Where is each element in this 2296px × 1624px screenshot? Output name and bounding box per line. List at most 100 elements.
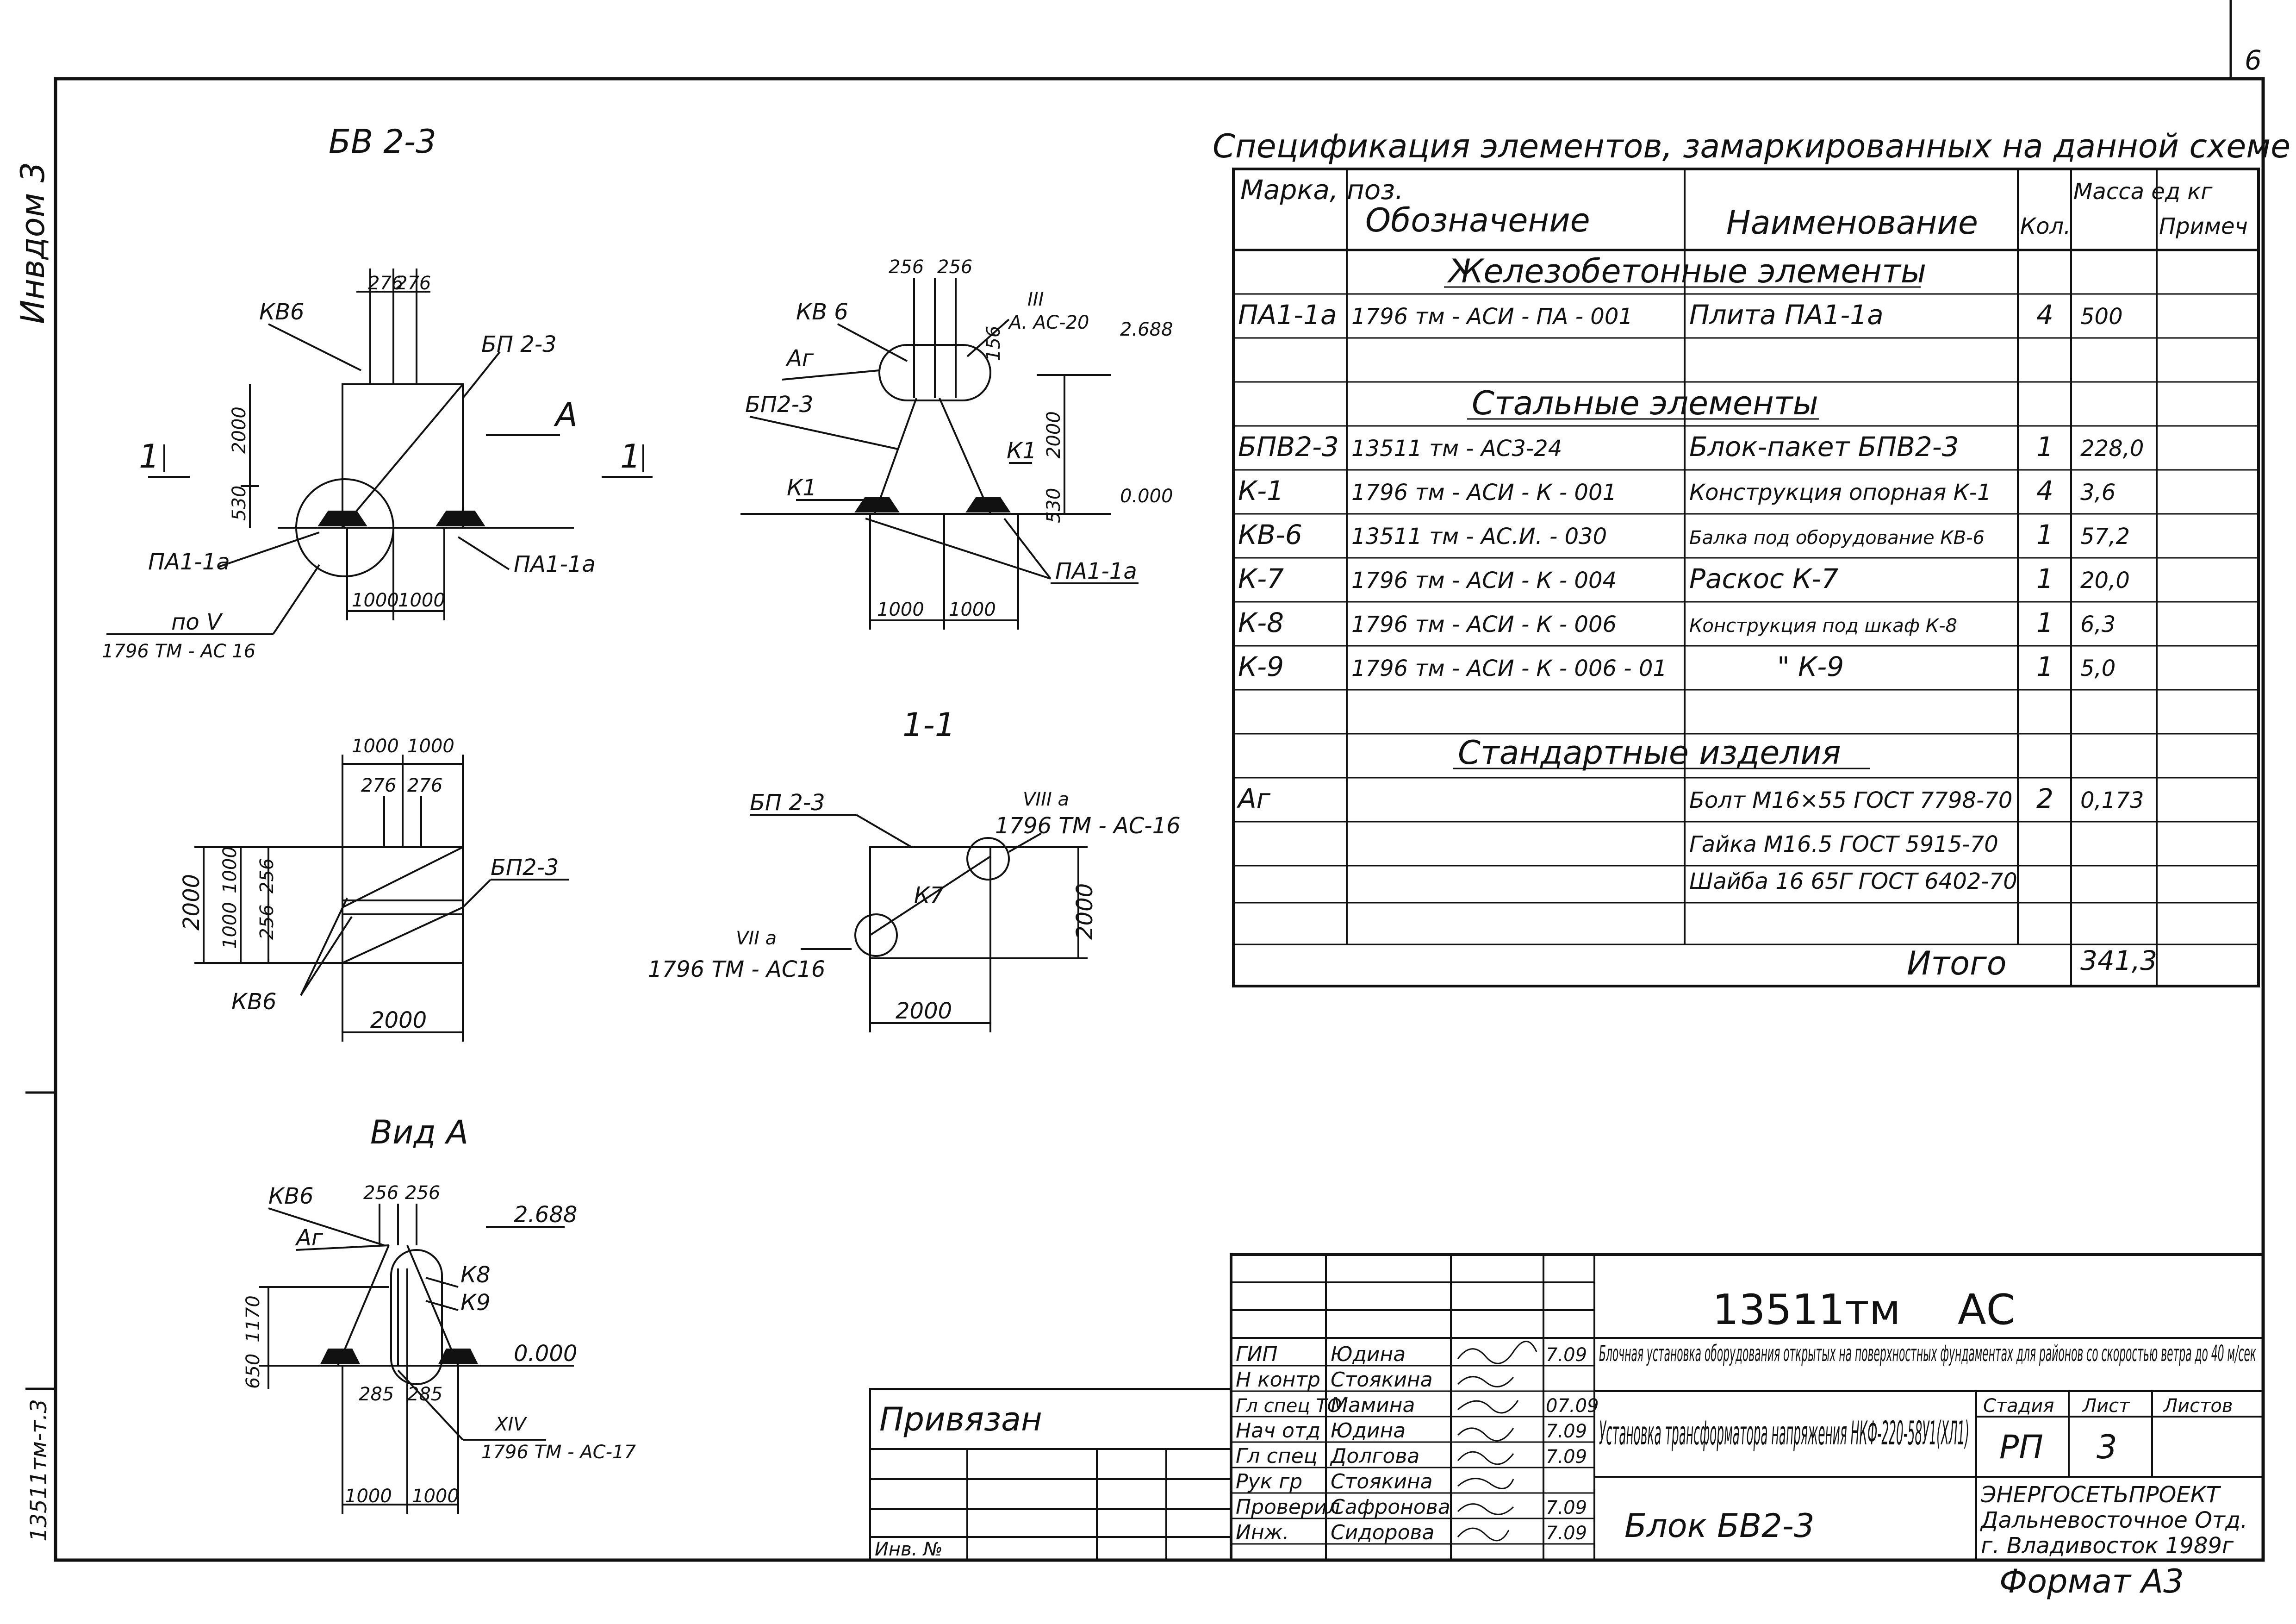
signer-role: Гл спец <box>1236 1444 1318 1468</box>
dim: 256 <box>937 256 972 278</box>
header-designation: Обозначение <box>1365 201 1590 239</box>
label-bp2-3: БП2-3 <box>745 392 813 418</box>
dim: 1000 <box>219 846 241 893</box>
cell-mark: К-1 <box>1238 475 1284 506</box>
doc-code: 13511тм <box>1712 1286 1901 1334</box>
view-plan: БП2-3 КВ6 1000 1000 276 276 256 256 1000… <box>179 736 569 1042</box>
header-mass: Масса ед кг <box>2073 179 2213 205</box>
table-row: ПА1-1а 1796 тм - АСИ - ПА - 001 Плита ПА… <box>1238 299 2123 331</box>
inventory-label: Инв. № <box>875 1539 943 1560</box>
cell-designation: 1796 тм - АСИ - ПА - 001 <box>1351 304 1633 330</box>
cell-mass: 0,173 <box>2080 787 2144 813</box>
org-city: г. Владивосток 1989г <box>1981 1533 2234 1559</box>
signer-name: Мамина <box>1331 1393 1415 1417</box>
table-row: КВ-6 13511 тм - АС.И. - 030 Балка под об… <box>1238 519 2130 550</box>
cell-designation: 1796 тм - АСИ - К - 004 <box>1351 568 1617 593</box>
binding-label: Привязан <box>879 1400 1042 1438</box>
table-row: Аг Болт М16×55 ГОСТ 7798-70 2 0,173 <box>1236 783 2144 814</box>
cell-name: Конструкция опорная К-1 <box>1689 480 1991 506</box>
dim: 1000 <box>345 1486 392 1507</box>
dim: 1000 <box>352 590 399 611</box>
binding-box: Привязан Инв. № <box>869 1388 1232 1561</box>
dim: 2000 <box>896 998 952 1024</box>
dim: 2000 <box>370 1007 427 1033</box>
label-ref-ac17: 1796 ТМ - АС-17 <box>481 1442 636 1463</box>
dim: 276 <box>361 775 396 796</box>
header-mark: Марка, поз. <box>1240 174 1404 206</box>
section-title-steel: Стальные элементы <box>1472 384 1818 422</box>
cell-mark: БПВ2-3 <box>1238 431 1339 462</box>
cell-name: Конструкция под шкаф К-8 <box>1689 615 1957 637</box>
cell-mark: Аг <box>1236 783 1271 814</box>
sheet-title: Блок БВ2-3 <box>1624 1507 1815 1545</box>
cell-qty: 1 <box>2036 519 2053 550</box>
stage-value: РП <box>1999 1428 2043 1466</box>
cell-mass: 500 <box>2080 304 2123 330</box>
label-ref-ac16: 1796 ТМ - АС 16 <box>102 641 255 662</box>
cell-designation: 1796 тм - АСИ - К - 001 <box>1351 480 1617 506</box>
signer-date: 7.09 <box>1546 1446 1587 1468</box>
level-2688: 2.688 <box>1120 319 1173 340</box>
signer-role: ГИП <box>1236 1343 1278 1366</box>
cell-mass: 20,0 <box>2080 568 2130 593</box>
cell-qty: 1 <box>2036 607 2053 638</box>
dim: 256 <box>405 1182 440 1204</box>
dim: 1000 <box>407 736 454 757</box>
dim: 2000 <box>179 874 205 931</box>
signer-name: Стоякина <box>1331 1368 1433 1392</box>
cell-designation: 13511 тм - АС.И. - 030 <box>1351 524 1607 550</box>
dim: 1000 <box>398 590 445 611</box>
signer-name: Юдина <box>1331 1343 1406 1366</box>
label-kv6: КВ6 <box>268 1183 314 1209</box>
header-qty: Кол. <box>2020 213 2071 239</box>
cell-name: Плита ПА1-1а <box>1689 299 1884 331</box>
label-kv6: КВ6 <box>231 989 277 1015</box>
signer-name: Стоякина <box>1331 1470 1433 1493</box>
label-pa1-1a-left: ПА1-1а <box>148 549 230 575</box>
org-name: ЭНЕРГОСЕТЬПРОЕКТ <box>1980 1482 2221 1508</box>
dim: 256 <box>889 256 924 278</box>
dim: 1000 <box>877 599 924 620</box>
view-a-title: Вид А <box>370 1113 468 1151</box>
doc-section: АС <box>1958 1286 2015 1334</box>
dim: 156 <box>983 326 1004 361</box>
signer-date: 07.09 <box>1546 1395 1599 1417</box>
table-row: Гайка М16.5 ГОСТ 5915-70 <box>1689 831 1998 857</box>
label-k1-left: К1 <box>787 475 817 501</box>
object-title: Установка трансформатора напряжения НКФ-… <box>1599 1414 1969 1452</box>
header-name: Наименование <box>1726 204 1978 242</box>
cell-qty: 1 <box>2036 431 2053 462</box>
dim: 276 <box>396 273 431 294</box>
label-k9: К9 <box>460 1290 491 1316</box>
table-row: БПВ2-3 13511 тм - АС3-24 Блок-пакет БПВ2… <box>1238 431 2144 462</box>
cell-mark: К-7 <box>1238 563 1284 594</box>
cell-name: Болт М16×55 ГОСТ 7798-70 <box>1689 787 2012 813</box>
table-row: Шайба 16 65Г ГОСТ 6402-70 <box>1689 868 2017 894</box>
cell-qty: 2 <box>2036 783 2053 814</box>
dim: 1000 <box>219 902 241 949</box>
label-cut-1-right: 1 <box>620 437 641 475</box>
dim: 256 <box>256 858 278 893</box>
side-label-top: Инвдом 3 <box>14 162 52 324</box>
dim: 1000 <box>412 1486 459 1507</box>
cell-name: " К-9 <box>1777 651 1844 682</box>
cell-name: Балка под оборудование КВ-6 <box>1689 527 1985 549</box>
signer-role: Проверил <box>1236 1495 1340 1519</box>
signer-date: 7.09 <box>1546 1523 1587 1544</box>
label-ag: Аг <box>785 345 814 371</box>
header-note: Примеч <box>2159 213 2248 239</box>
title-block: 13511тм АС Блочная установка оборудовани… <box>1230 1253 2265 1600</box>
cut-title: 1-1 <box>902 706 955 744</box>
label-ref-ac16-bottom: 1796 ТМ - АС16 <box>648 956 825 982</box>
dim: 2000 <box>1043 411 1064 458</box>
spec-title: Спецификация элементов, замаркированных … <box>1213 127 2290 165</box>
signer-role: Н контр <box>1236 1368 1320 1392</box>
dim: 2000 <box>1072 883 1098 940</box>
cell-mass: 57,2 <box>2080 524 2130 550</box>
cell-mass: 5,0 <box>2080 656 2116 681</box>
label-ref-ac16-top: 1796 ТМ - АС-16 <box>995 813 1181 839</box>
view-side: КВ 6 Аг БП2-3 К1 К1 ПА1-1а III А. АС-20 … <box>740 256 1173 630</box>
dim: 285 <box>359 1384 394 1405</box>
label-ref-ac20: А. АС-20 <box>1008 312 1089 333</box>
